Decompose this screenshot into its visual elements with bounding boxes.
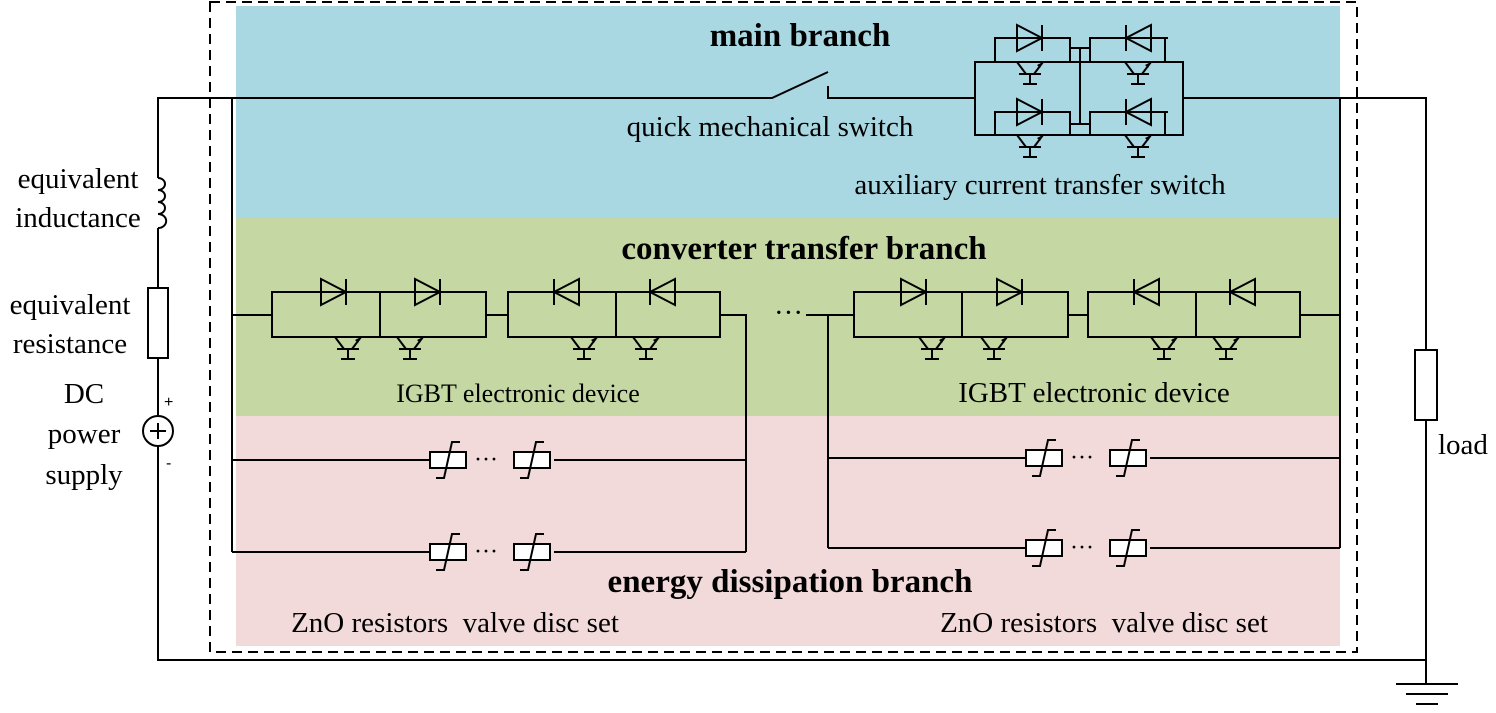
converter-branch-bg <box>236 218 1340 416</box>
load-resistor-icon <box>1414 349 1438 421</box>
dc-label-3: supply <box>45 459 123 491</box>
outer-wiring <box>157 71 1427 683</box>
zno-dots-2: ··· <box>474 539 498 565</box>
aux-switch-label: auxiliary current transfer switch <box>854 169 1226 201</box>
inductance-label-2: inductance <box>15 202 141 234</box>
main-branch-title: main branch <box>710 18 891 54</box>
zno-label-left: ZnO resistors valve disc set <box>291 607 619 639</box>
energy-branch-title: energy dissipation branch <box>608 564 973 600</box>
igbt-label-right: IGBT electronic device <box>958 377 1230 409</box>
plus-sign: + <box>164 394 173 411</box>
aux-switch-icon <box>974 24 1184 158</box>
resistance-label-2: resistance <box>13 328 127 360</box>
zno-array-right: ··· ··· <box>828 439 1340 567</box>
ground-icon <box>1396 683 1458 705</box>
quick-switch-label: quick mechanical switch <box>627 111 914 143</box>
resistor-icon <box>147 287 169 359</box>
igbt-module-group-left <box>232 278 747 552</box>
inductance-label-1: equivalent <box>18 163 139 195</box>
zno-array-left: ··· ··· <box>232 441 746 571</box>
zno-dots-4: ··· <box>1070 535 1094 561</box>
energy-branch-bg <box>236 416 1340 646</box>
dc-label-2: power <box>48 418 121 450</box>
converter-branch-title: converter transfer branch <box>621 231 986 267</box>
inductor-icon <box>157 177 168 229</box>
zno-label-right: ZnO resistors valve disc set <box>940 607 1268 639</box>
dc-source-icon <box>142 415 174 447</box>
resistance-label-1: equivalent <box>10 289 131 321</box>
dc-label-1: DC <box>64 378 104 410</box>
converter-dots: ··· <box>774 297 803 329</box>
breaker-enclosure <box>209 1 1358 653</box>
zno-dots-1: ··· <box>474 447 498 473</box>
igbt-module-group-right <box>806 278 1340 548</box>
load-label: load <box>1438 429 1488 461</box>
igbt-label-left: IGBT electronic device <box>396 379 640 408</box>
minus-sign: - <box>166 455 171 472</box>
zno-dots-3: ··· <box>1070 445 1094 471</box>
